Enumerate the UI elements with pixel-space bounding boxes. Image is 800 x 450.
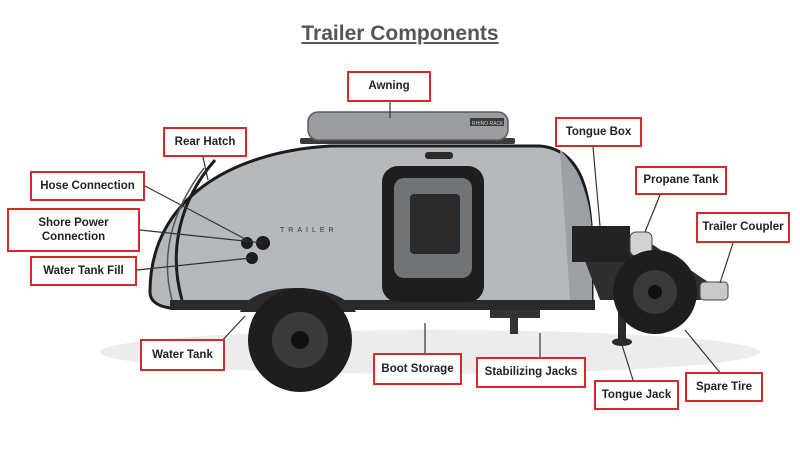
page-title: Trailer Components — [301, 22, 499, 45]
water-fill-port — [246, 252, 258, 264]
label-shore-power: Shore Power Connection — [7, 208, 140, 252]
leader-rear-hatch — [202, 156, 209, 181]
label-boot-storage: Boot Storage — [373, 353, 462, 385]
door-window-inner — [410, 194, 460, 254]
leader-hose-connection — [144, 185, 248, 241]
leader-lines — [136, 102, 734, 381]
label-tongue-box-text: Tongue Box — [565, 125, 632, 138]
tongue-box — [572, 226, 630, 262]
label-shore-power-line-1: Shore Power — [38, 216, 109, 229]
main-hub — [291, 331, 309, 349]
label-water-tank-fill: Water Tank Fill — [30, 256, 137, 286]
leader-propane-tank — [644, 194, 661, 233]
label-tongue-jack-text: Tongue Jack — [601, 388, 672, 401]
label-spare-tire: Spare Tire — [685, 372, 763, 402]
leader-trailer-coupler — [719, 242, 734, 284]
tongue-jack-foot — [612, 338, 632, 346]
label-trailer-coupler: Trailer Coupler — [696, 212, 790, 243]
label-spare-tire-text: Spare Tire — [695, 380, 753, 393]
trailer-brand-text: TRAILER — [280, 227, 338, 234]
awning-brand-text: RHINO RACK — [472, 121, 504, 127]
label-tongue-box: Tongue Box — [555, 117, 642, 147]
label-trailer-coupler-text: Trailer Coupler — [702, 221, 784, 234]
awning-strap — [470, 118, 504, 126]
label-water-tank-text: Water Tank — [152, 348, 213, 361]
stabilizing-jack-2 — [510, 318, 518, 334]
label-tongue-jack: Tongue Jack — [594, 380, 679, 410]
label-propane-tank-text: Propane Tank — [643, 174, 719, 187]
door-handle — [425, 152, 453, 159]
label-shore-power-line-2: Connection — [41, 231, 106, 243]
leader-spare-tire — [684, 329, 723, 376]
label-stabilizing-jacks: Stabilizing Jacks — [476, 357, 586, 388]
leader-tongue-box — [592, 146, 601, 227]
label-rear-hatch-text: Rear Hatch — [174, 135, 236, 148]
leader-tongue-jack — [621, 344, 634, 381]
front-panel — [560, 150, 592, 300]
label-water-tank: Water Tank — [140, 339, 225, 371]
trailer-body — [148, 144, 594, 310]
label-boot-storage-text: Boot Storage — [381, 362, 454, 375]
leader-water-tank-fill — [136, 257, 252, 271]
label-stabilizing-jacks-text: Stabilizing Jacks — [484, 366, 578, 379]
label-hose-connection: Hose Connection — [30, 171, 145, 201]
label-propane-tank: Propane Tank — [635, 166, 727, 195]
awning-bag — [307, 111, 509, 141]
label-rear-hatch: Rear Hatch — [163, 127, 247, 157]
label-awning: Awning — [347, 71, 431, 102]
lower-rail — [170, 300, 595, 310]
label-awning-text: Awning — [368, 80, 410, 93]
stabilizing-jack-1 — [490, 310, 540, 318]
spare-hub — [648, 285, 662, 299]
label-water-tank-fill-text: Water Tank Fill — [43, 264, 124, 277]
label-hose-connection-text: Hose Connection — [40, 179, 135, 192]
leader-shore-power — [139, 229, 264, 244]
rear-hatch-seam — [174, 159, 217, 301]
trailer-coupler — [699, 281, 729, 301]
hose-port — [241, 237, 253, 249]
tongue-jack — [618, 300, 626, 340]
